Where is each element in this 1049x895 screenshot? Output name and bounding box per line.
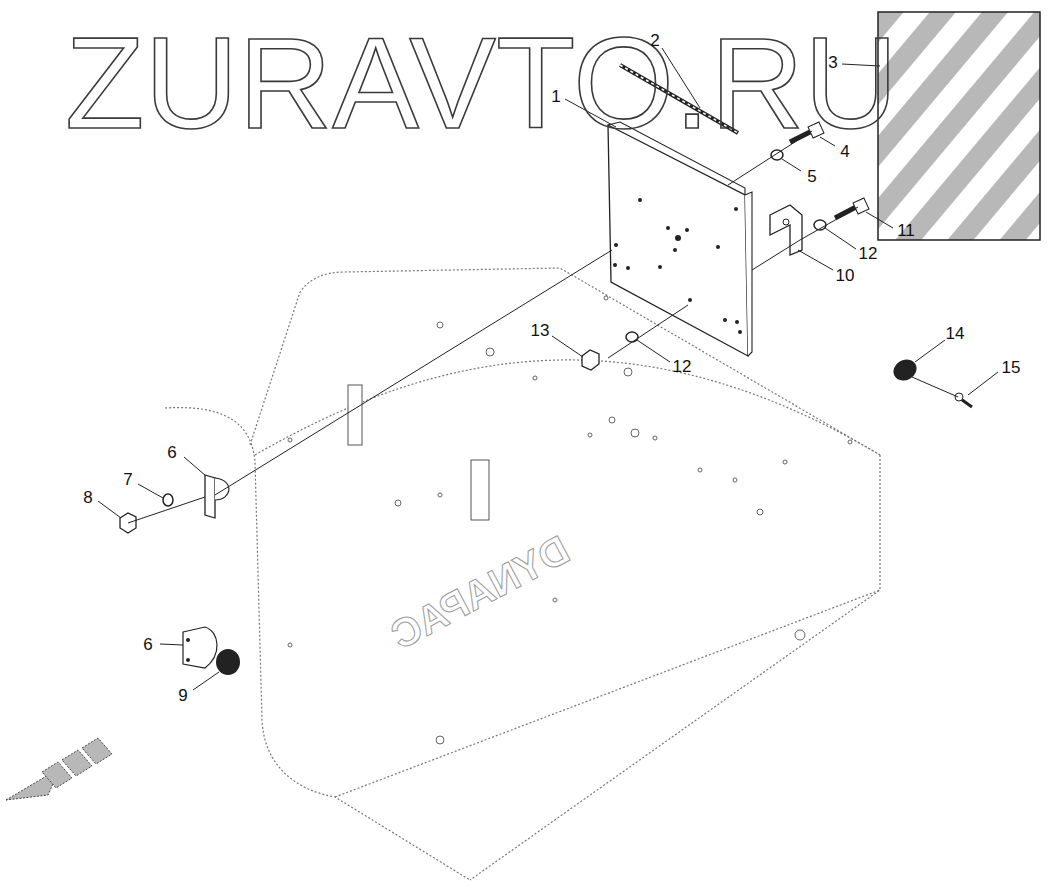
callout-number: 8 xyxy=(83,489,92,506)
callout-number: 4 xyxy=(840,143,849,160)
callout-number: 2 xyxy=(650,32,659,49)
callout-number: 15 xyxy=(1002,359,1021,376)
callout-number: 13 xyxy=(531,322,550,339)
watermark: ZURAVTO.RU xyxy=(65,18,898,148)
callout-number: 12 xyxy=(859,245,878,262)
callout-number: 10 xyxy=(836,267,855,284)
callout-number: 11 xyxy=(897,222,915,239)
callout-number: 6 xyxy=(167,444,176,461)
callout-number: 1 xyxy=(551,88,560,105)
callout-number: 5 xyxy=(807,168,816,185)
callout-number: 12 xyxy=(673,358,692,375)
brand-logo: DYNAPAC xyxy=(385,529,576,656)
callout-number: 7 xyxy=(123,471,132,488)
callout-number: 3 xyxy=(828,54,837,71)
callout-number: 9 xyxy=(178,687,187,704)
callout-number: 14 xyxy=(946,325,965,342)
callout-number: 6 xyxy=(143,636,152,653)
